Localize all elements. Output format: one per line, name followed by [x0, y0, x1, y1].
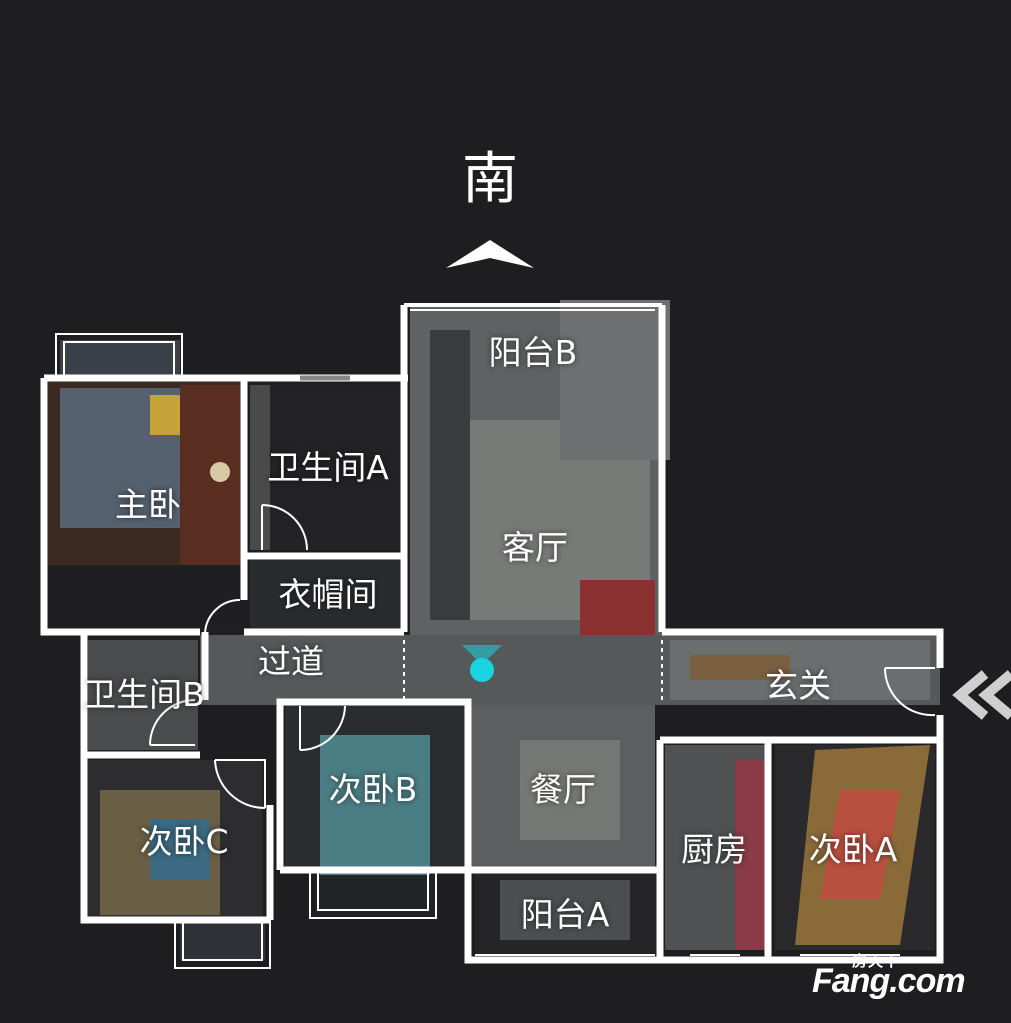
room-label-kitchen: 厨房: [681, 830, 747, 869]
master-empty: [48, 565, 243, 630]
entry-chevron-icon: [952, 670, 1011, 720]
watermark-small-text: 房天下: [852, 952, 901, 970]
north-arrow-icon: [446, 240, 534, 268]
wall-master-outer: [40, 378, 200, 636]
location-marker-icon: [462, 645, 502, 682]
walls: [40, 303, 944, 964]
wall-kitchen-outer: [656, 740, 944, 964]
master-desk: [180, 385, 240, 565]
bathroom-a-floor: [250, 385, 400, 550]
bathroom-b-floor: [88, 640, 198, 750]
wall-bedroom-c-outer: [80, 632, 270, 924]
watermark-brand-text: Fang.com: [812, 962, 966, 1000]
room-label-bedroom-b: 次卧B: [328, 770, 418, 809]
watermark-logo: 房天下 Fang.com: [812, 950, 1002, 1010]
room-label-bathroom-b: 卫生间B: [83, 675, 205, 714]
wall-bedroom-b: [276, 698, 472, 874]
room-label-balcony-b: 阳台B: [488, 333, 578, 372]
doors: [149, 504, 936, 840]
room-label-dining-room: 餐厅: [530, 770, 596, 809]
master-lamp: [210, 462, 230, 482]
wall-entrance-top: [662, 628, 944, 668]
cloakroom-floor: [250, 560, 400, 630]
master-balcony-floor: [60, 340, 180, 375]
room-label-entrance: 玄关: [765, 666, 831, 705]
compass-label: 南: [462, 147, 518, 212]
room-label-master-bedroom: 主卧: [115, 485, 181, 524]
room-fills: [48, 300, 940, 960]
room-label-cloakroom: 衣帽间: [278, 575, 378, 614]
room-label-balcony-a: 阳台A: [520, 895, 610, 934]
room-label-living-room: 客厅: [502, 528, 568, 567]
room-label-bathroom-a: 卫生间A: [267, 448, 389, 487]
windows: [55, 309, 900, 969]
room-label-bedroom-c: 次卧C: [139, 822, 229, 861]
room-label-bedroom-a: 次卧A: [808, 830, 898, 869]
room-label-hallway: 过道: [258, 642, 324, 681]
wall-balcony-a-outer: [464, 870, 660, 964]
